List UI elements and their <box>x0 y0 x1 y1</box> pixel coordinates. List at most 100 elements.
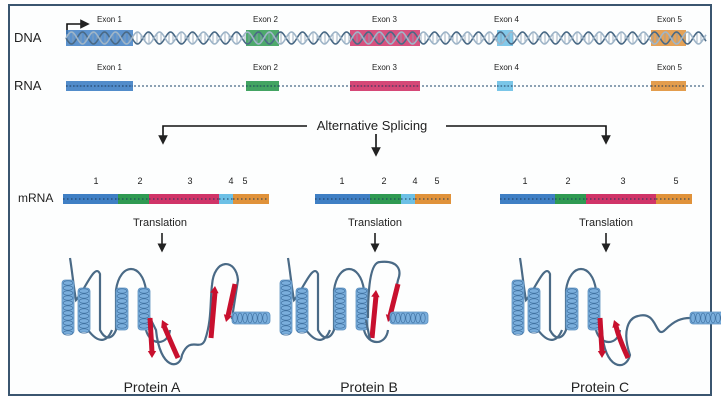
beta-strand <box>208 291 218 339</box>
helix-turn <box>528 323 540 329</box>
dna-label: DNA <box>14 30 42 45</box>
helix-turn <box>588 288 600 294</box>
helix-turn <box>296 303 308 309</box>
helix-turn <box>138 303 150 309</box>
helix-turn <box>138 313 150 319</box>
helix-turn <box>262 312 268 324</box>
helix-turn <box>296 318 308 324</box>
helix-turn <box>280 330 292 336</box>
helix-turn <box>715 312 721 324</box>
beta-strand <box>147 317 155 353</box>
dna-exon-label: Exon 3 <box>372 15 397 24</box>
beta-strand-arrowhead <box>161 320 169 329</box>
helix-turn <box>257 312 263 324</box>
helix-turn <box>334 293 346 299</box>
helix-turn <box>232 312 238 324</box>
mrna-exon-number: 5 <box>434 176 439 186</box>
helix-turn <box>690 312 696 324</box>
mrna-exon-5 <box>415 194 451 204</box>
helix-turn <box>280 305 292 311</box>
rna-exon-label: Exon 5 <box>657 63 682 72</box>
beta-strand <box>161 324 181 360</box>
helix-turn <box>296 298 308 304</box>
dna-exon-label: Exon 2 <box>253 15 278 24</box>
helix-turn <box>252 312 258 324</box>
helix-turn <box>62 325 74 331</box>
dna-backbone <box>65 31 707 45</box>
helix-turn <box>280 315 292 321</box>
rna-strand <box>66 81 706 91</box>
helix-turn <box>296 308 308 314</box>
alpha-helix <box>389 311 429 325</box>
helix-turn <box>296 293 308 299</box>
beta-strand <box>225 283 238 317</box>
helix-turn <box>116 298 128 304</box>
helix-turn <box>78 303 90 309</box>
helix-turn <box>566 288 578 294</box>
helix-turn <box>528 288 540 294</box>
helix-turn <box>395 312 401 324</box>
helix-turn <box>566 298 578 304</box>
dna-exon-label: Exon 1 <box>97 15 122 24</box>
dna-exon-block <box>246 30 279 46</box>
helix-turn <box>237 312 243 324</box>
alpha-helix <box>231 311 271 325</box>
helix-turn <box>710 312 716 324</box>
helix-turn <box>334 308 346 314</box>
helix-turn <box>138 308 150 314</box>
alpha-helix <box>511 279 525 335</box>
helix-turn <box>588 308 600 314</box>
helix-turn <box>116 303 128 309</box>
helix-turn <box>334 318 346 324</box>
mrna-isoform-c <box>500 194 692 204</box>
protein-loop <box>598 314 721 367</box>
helix-turn <box>280 290 292 296</box>
helix-turn <box>280 300 292 306</box>
helix-turn <box>528 318 540 324</box>
beta-strand-arrowhead <box>612 320 621 328</box>
helix-turn <box>356 303 368 309</box>
helix-turn <box>566 308 578 314</box>
helix-turn <box>400 312 406 324</box>
protein-label: Protein B <box>340 379 398 395</box>
mrna-exon-number: 5 <box>242 176 247 186</box>
helix-turn <box>78 308 90 314</box>
mrna-isoform-b <box>315 194 451 204</box>
helix-turn <box>512 330 524 336</box>
helix-turn <box>116 323 128 329</box>
helix-turn <box>566 293 578 299</box>
helix-turn <box>528 313 540 319</box>
mrna-exon-4 <box>401 194 415 204</box>
rna-exon-block <box>66 81 133 91</box>
mrna-exon-3 <box>149 194 219 204</box>
mrna-exon-number: 4 <box>228 176 233 186</box>
beta-strand <box>369 295 379 339</box>
protein-loop <box>305 329 332 341</box>
rna-exon-label: Exon 2 <box>253 63 278 72</box>
helix-turn <box>62 285 74 291</box>
beta-strand-arrowhead <box>223 314 232 322</box>
beta-strand-arrowhead <box>147 351 157 358</box>
alpha-helix <box>61 279 75 335</box>
helix-turn <box>334 298 346 304</box>
helix-turn <box>528 328 540 334</box>
mrna-exon-2 <box>370 194 401 204</box>
helix-turn <box>242 312 248 324</box>
dna-exon-label: Exon 5 <box>657 15 682 24</box>
splicing-branch-left <box>158 125 307 145</box>
helix-turn <box>528 298 540 304</box>
helix-turn <box>512 295 524 301</box>
translation-label: Translation <box>579 217 633 229</box>
helix-turn <box>62 305 74 311</box>
helix-turn <box>695 312 701 324</box>
helix-turn <box>138 288 150 294</box>
protein-c-structure <box>511 257 721 367</box>
helix-turn <box>528 303 540 309</box>
helix-turn <box>280 280 292 286</box>
helix-turn <box>280 310 292 316</box>
helix-turn <box>705 312 711 324</box>
beta-strand <box>597 317 605 353</box>
helix-turn <box>566 318 578 324</box>
helix-turn <box>280 285 292 291</box>
